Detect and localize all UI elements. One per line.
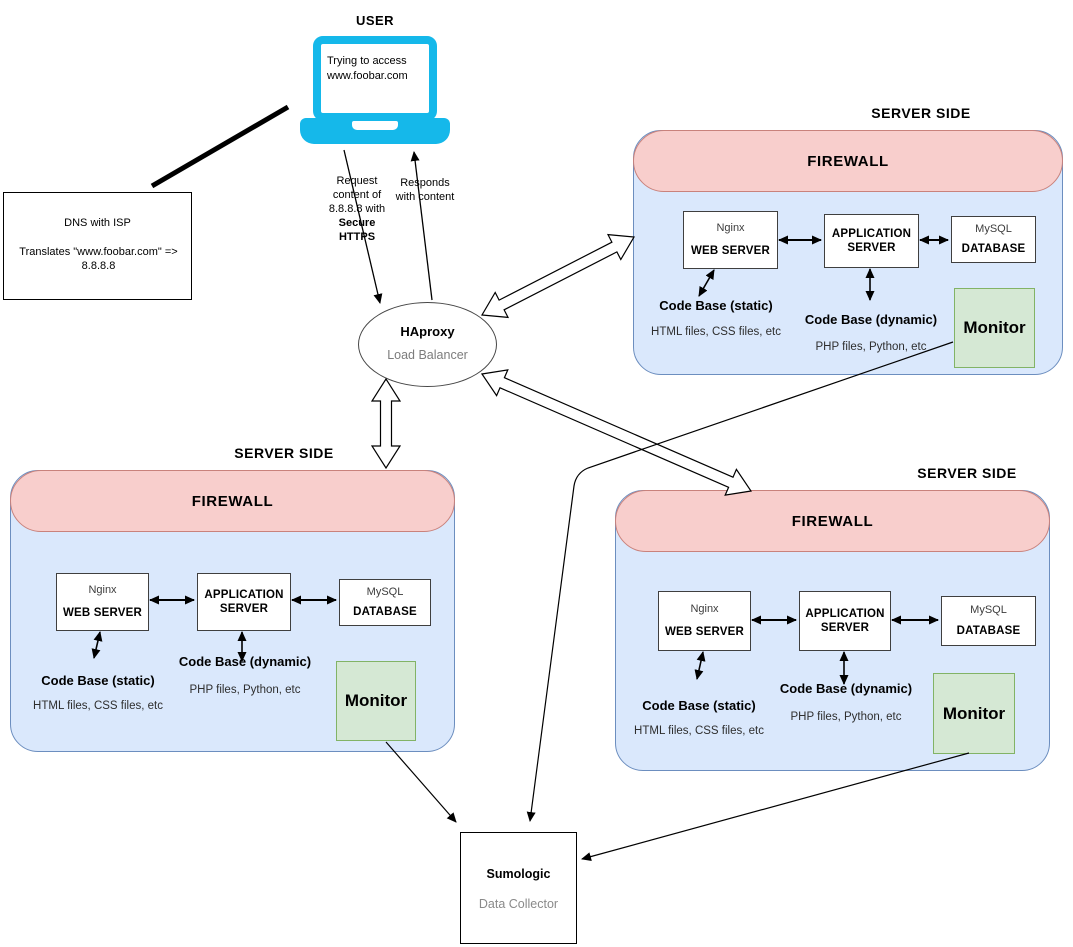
web-server-node: Nginx WEB SERVER	[658, 591, 751, 651]
database-role: DATABASE	[961, 242, 1026, 255]
database-node: MySQL DATABASE	[941, 596, 1036, 646]
code-base-dynamic-files: PHP files, Python, etc	[189, 684, 301, 696]
application-server-role: APPLICATION SERVER	[831, 228, 912, 254]
server-side-label: SERVER SIDE	[917, 465, 1017, 481]
code-base-static-title: Code Base (static)	[41, 673, 155, 688]
code-base-static-title: Code Base (static)	[642, 698, 756, 713]
edge-lb-firewall-top-right	[481, 233, 635, 319]
firewall-node: FIREWALL	[10, 470, 455, 532]
data-collector-subtitle: Data Collector	[478, 897, 559, 911]
application-server-node: APPLICATION SERVER	[799, 591, 891, 651]
request-edge-text: Request content of 8.8.8.8 with	[328, 175, 386, 215]
web-server-engine: Nginx	[716, 222, 745, 234]
database-engine: MySQL	[366, 586, 404, 599]
load-balancer-subtitle: Load Balancer	[387, 348, 468, 362]
dns-description: Translates "www.foobar.com" => 8.8.8.8	[19, 246, 178, 272]
application-server-role: APPLICATION SERVER	[204, 589, 284, 615]
laptop-icon: Trying to access www.foobar.com	[313, 36, 437, 121]
firewall-node: FIREWALL	[615, 490, 1050, 552]
server-zone-bottom-left: SERVER SIDE FIREWALL Nginx WEB SERVER AP…	[10, 445, 455, 752]
server-side-label: SERVER SIDE	[234, 445, 334, 461]
web-server-node: Nginx WEB SERVER	[56, 573, 149, 631]
data-collector-node: Sumologic Data Collector	[460, 832, 577, 944]
web-server-role: WEB SERVER	[664, 626, 745, 639]
laptop-screen-text: Trying to access www.foobar.com	[327, 55, 408, 82]
code-base-dynamic-files: PHP files, Python, etc	[815, 341, 927, 353]
code-base-dynamic-title: Code Base (dynamic)	[804, 312, 938, 327]
edge-dns-user-link	[150, 104, 290, 189]
request-edge-label: Request content of 8.8.8.8 with Secure H…	[325, 174, 389, 244]
request-edge-text-bold: Secure HTTPS	[338, 217, 376, 243]
dns-title: DNS with ISP	[64, 217, 131, 229]
database-node: MySQL DATABASE	[339, 579, 431, 626]
application-server-role: APPLICATION SERVER	[805, 608, 885, 634]
edge-monitor1-collector	[385, 741, 457, 823]
database-engine: MySQL	[975, 223, 1012, 236]
server-side-label: SERVER SIDE	[871, 105, 971, 121]
web-server-engine: Nginx	[88, 584, 117, 596]
dns-node: DNS with ISP Translates "www.foobar.com"…	[3, 192, 192, 300]
code-base-static-files: HTML files, CSS files, etc	[651, 326, 781, 338]
code-base-dynamic-title: Code Base (dynamic)	[779, 681, 913, 696]
laptop-notch	[352, 121, 398, 130]
code-base-dynamic-title: Code Base (dynamic)	[178, 654, 312, 669]
monitor-node: Monitor	[933, 673, 1015, 754]
application-server-node: APPLICATION SERVER	[824, 214, 919, 268]
laptop-base	[300, 118, 450, 144]
edge-lb-firewall-bottom-right	[480, 369, 753, 496]
data-collector-title: Sumologic	[486, 867, 551, 881]
web-server-node: Nginx WEB SERVER	[683, 211, 778, 269]
code-base-static-title: Code Base (static)	[659, 298, 773, 313]
database-node: MySQL DATABASE	[951, 216, 1036, 263]
application-server-node: APPLICATION SERVER	[197, 573, 291, 631]
firewall-node: FIREWALL	[633, 130, 1063, 192]
code-base-dynamic-files: PHP files, Python, etc	[790, 711, 902, 723]
web-server-engine: Nginx	[690, 602, 719, 615]
monitor-node: Monitor	[336, 661, 416, 741]
load-balancer-title: HAproxy	[400, 324, 455, 339]
database-role: DATABASE	[353, 605, 417, 618]
monitor-node: Monitor	[954, 288, 1035, 368]
database-role: DATABASE	[956, 624, 1021, 637]
server-zone-top-right: SERVER SIDE FIREWALL Nginx WEB SERVER AP…	[633, 105, 1063, 375]
server-zone-bottom-right: SERVER SIDE FIREWALL Nginx WEB SERVER AP…	[615, 465, 1050, 771]
web-server-role: WEB SERVER	[690, 245, 771, 257]
database-engine: MySQL	[970, 604, 1007, 617]
code-base-static-files: HTML files, CSS files, etc	[634, 725, 764, 737]
web-server-role: WEB SERVER	[62, 607, 143, 619]
code-base-static-files: HTML files, CSS files, etc	[33, 700, 163, 712]
respond-edge-label: Responds with content	[395, 177, 455, 203]
load-balancer-node: HAproxy Load Balancer	[358, 302, 497, 387]
user-label: USER	[355, 13, 395, 28]
edge-lb-respond	[410, 151, 433, 301]
